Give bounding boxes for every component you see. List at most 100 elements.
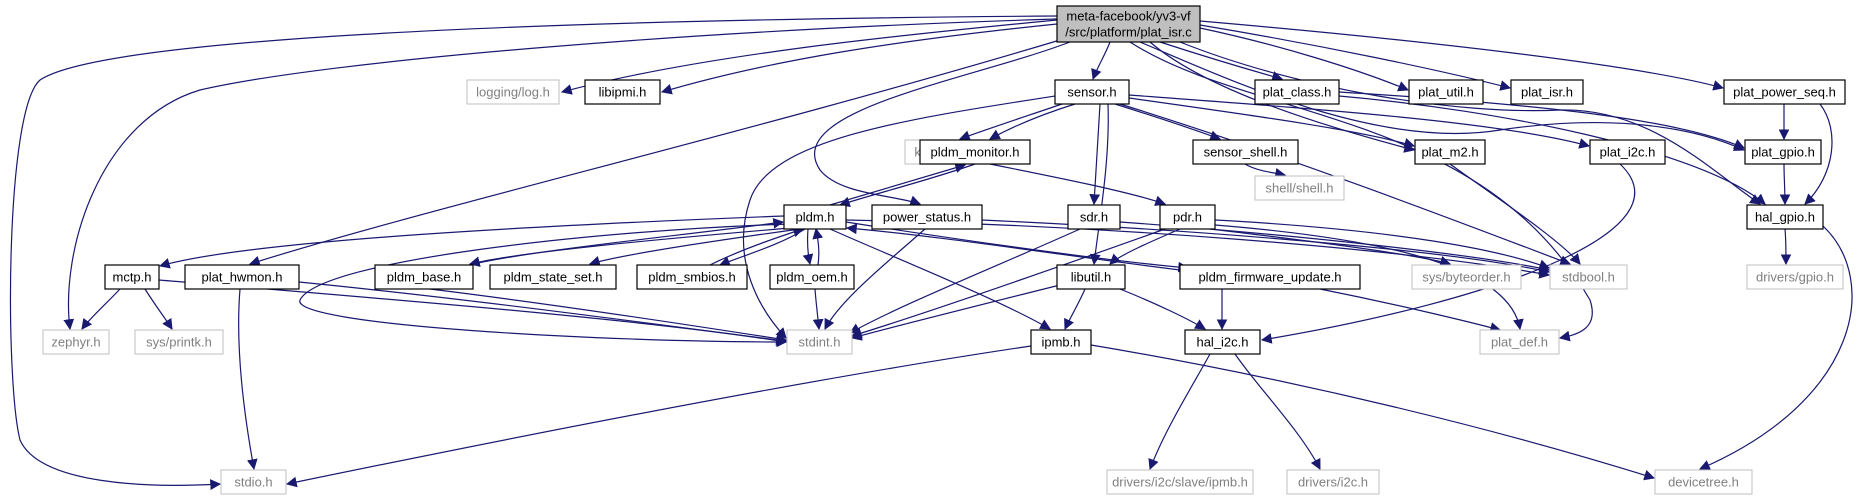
edge-pldm-pldm_oem	[802, 228, 814, 266]
node-box	[584, 79, 661, 105]
node-box	[1254, 79, 1340, 105]
node-root[interactable]: meta-facebook/yv3-vf/src/platform/plat_i…	[1056, 5, 1201, 43]
edge-pdr-libutil	[1109, 228, 1181, 265]
node-pldm-oem[interactable]: pldm_oem.h	[769, 264, 855, 290]
node-plat-power-seq[interactable]: plat_power_seq.h	[1723, 79, 1846, 105]
edge-pldm_monitor-pdr	[989, 163, 1167, 206]
edge-pldm-pldm_monitor	[829, 162, 967, 206]
node-box	[1159, 204, 1216, 230]
node-box	[1510, 79, 1584, 105]
node-plat-i2c[interactable]: plat_i2c.h	[1589, 139, 1666, 165]
edge-hal_gpio-devicetree	[1699, 225, 1853, 471]
node-pldm-monitor[interactable]: pldm_monitor.h	[919, 139, 1031, 165]
node-label: mctp.h	[112, 270, 151, 285]
node-plat-isr[interactable]: plat_isr.h	[1510, 79, 1584, 105]
node-drivers-gpio: drivers/gpio.h	[1746, 264, 1844, 290]
node-label: plat_hwmon.h	[202, 270, 283, 285]
edge-root-logging_log	[560, 19, 1058, 95]
node-pldm-state-set[interactable]: pldm_state_set.h	[489, 264, 617, 290]
edge-hal_i2c-drivers_i2c_slave_ipmb	[1148, 353, 1211, 471]
node-label: drivers/gpio.h	[1756, 270, 1834, 285]
node-pldm[interactable]: pldm.h	[783, 204, 847, 230]
edge-hal_i2c-drivers_i2c	[1234, 353, 1321, 470]
edge-root-sensor	[1091, 41, 1111, 81]
edge-ipmb-stdio	[285, 345, 1032, 488]
node-plat-hwmon[interactable]: plat_hwmon.h	[184, 264, 300, 290]
edge-plat_gpio-hal_gpio	[1779, 163, 1791, 206]
edge-pldm-pldm_base	[468, 227, 791, 267]
node-sys-byteorder: sys/byteorder.h	[1411, 264, 1522, 290]
edge-pldm_firmware_update-plat_def	[1319, 288, 1502, 333]
node-label: pdr.h	[1173, 210, 1202, 225]
node-label: libutil.h	[1071, 270, 1111, 285]
node-hal-gpio[interactable]: hal_gpio.h	[1746, 204, 1824, 230]
node-box	[1479, 329, 1560, 355]
node-box	[919, 139, 1031, 165]
edge-ipmb-devicetree	[1090, 344, 1656, 481]
node-box	[1184, 329, 1261, 355]
node-stdio: stdio.h	[220, 469, 287, 495]
edge-pdr-stdint	[850, 228, 1166, 339]
edge-pldm_monitor-pldm	[838, 163, 976, 208]
node-box	[1549, 264, 1628, 290]
node-hal-i2c[interactable]: hal_i2c.h	[1184, 329, 1261, 355]
edge-sensor-libutil	[1089, 103, 1109, 266]
node-box	[786, 329, 853, 355]
node-box	[1654, 469, 1753, 495]
node-label: pldm_state_set.h	[503, 270, 602, 285]
node-box	[1179, 264, 1361, 290]
node-label: plat_m2.h	[1421, 145, 1478, 160]
node-sdr[interactable]: sdr.h	[1067, 204, 1121, 230]
node-libipmi[interactable]: libipmi.h	[584, 79, 661, 105]
node-label: hal_gpio.h	[1755, 210, 1815, 225]
edge-root-plat_power_seq	[1199, 20, 1725, 91]
node-pldm-firmware-update[interactable]: pldm_firmware_update.h	[1179, 264, 1361, 290]
node-box	[1286, 469, 1380, 495]
node-label: logging/log.h	[476, 85, 550, 100]
edge-plat_hwmon-stdint	[298, 281, 788, 346]
node-drivers-i2c: drivers/i2c.h	[1286, 469, 1380, 495]
node-pldm-smbios[interactable]: pldm_smbios.h	[636, 264, 748, 290]
node-mctp[interactable]: mctp.h	[104, 264, 160, 290]
edge-sensor-sdr	[1089, 103, 1101, 206]
node-plat-class[interactable]: plat_class.h	[1254, 79, 1340, 105]
node-stdint: stdint.h	[786, 329, 853, 355]
edge-pldm_firmware_update-pldm	[845, 223, 1181, 271]
node-box	[1192, 139, 1299, 165]
node-label: sensor.h	[1067, 85, 1116, 100]
node-plat-gpio[interactable]: plat_gpio.h	[1744, 139, 1822, 165]
node-libutil[interactable]: libutil.h	[1056, 264, 1126, 290]
node-ipmb[interactable]: ipmb.h	[1030, 329, 1092, 355]
edges-layer	[9, 15, 1853, 490]
node-plat-m2[interactable]: plat_m2.h	[1414, 139, 1486, 165]
edge-pldm-ipmb	[829, 228, 1051, 330]
node-zephyr: zephyr.h	[42, 329, 110, 355]
edge-sensor-plat_i2c	[1128, 94, 1591, 149]
node-box	[769, 264, 855, 290]
node-sensor-shell[interactable]: sensor_shell.h	[1192, 139, 1299, 165]
node-stdbool: stdbool.h	[1549, 264, 1628, 290]
node-label: stdio.h	[234, 475, 272, 490]
edge-root-plat_hwmon	[248, 39, 1061, 267]
edge-pldm-mctp	[158, 215, 785, 269]
node-pldm-base[interactable]: pldm_base.h	[374, 264, 474, 290]
node-label: sensor_shell.h	[1204, 145, 1288, 160]
node-label: plat_i2c.h	[1600, 145, 1656, 160]
edge-root-plat_gpio	[1139, 41, 1745, 151]
node-label: pldm_oem.h	[776, 270, 848, 285]
node-power-status[interactable]: power_status.h	[871, 204, 983, 230]
nodes-layer: meta-facebook/yv3-vf/src/platform/plat_i…	[42, 5, 1846, 495]
node-label: stdint.h	[799, 335, 841, 350]
node-pdr[interactable]: pdr.h	[1159, 204, 1216, 230]
node-sensor[interactable]: sensor.h	[1054, 79, 1130, 105]
edge-root-libipmi	[660, 23, 1058, 95]
edge-pldm-stdint	[299, 223, 791, 348]
node-box	[1056, 5, 1201, 43]
edge-pldm-pldm_state_set	[588, 228, 801, 267]
node-plat-util[interactable]: plat_util.h	[1408, 79, 1484, 105]
edge-plat_i2c-hal_i2c	[1260, 163, 1636, 344]
node-devicetree: devicetree.h	[1654, 469, 1753, 495]
node-box	[184, 264, 300, 290]
edge-sdr-stdint	[849, 228, 1081, 334]
edge-plat_hwmon-stdio	[238, 288, 258, 471]
